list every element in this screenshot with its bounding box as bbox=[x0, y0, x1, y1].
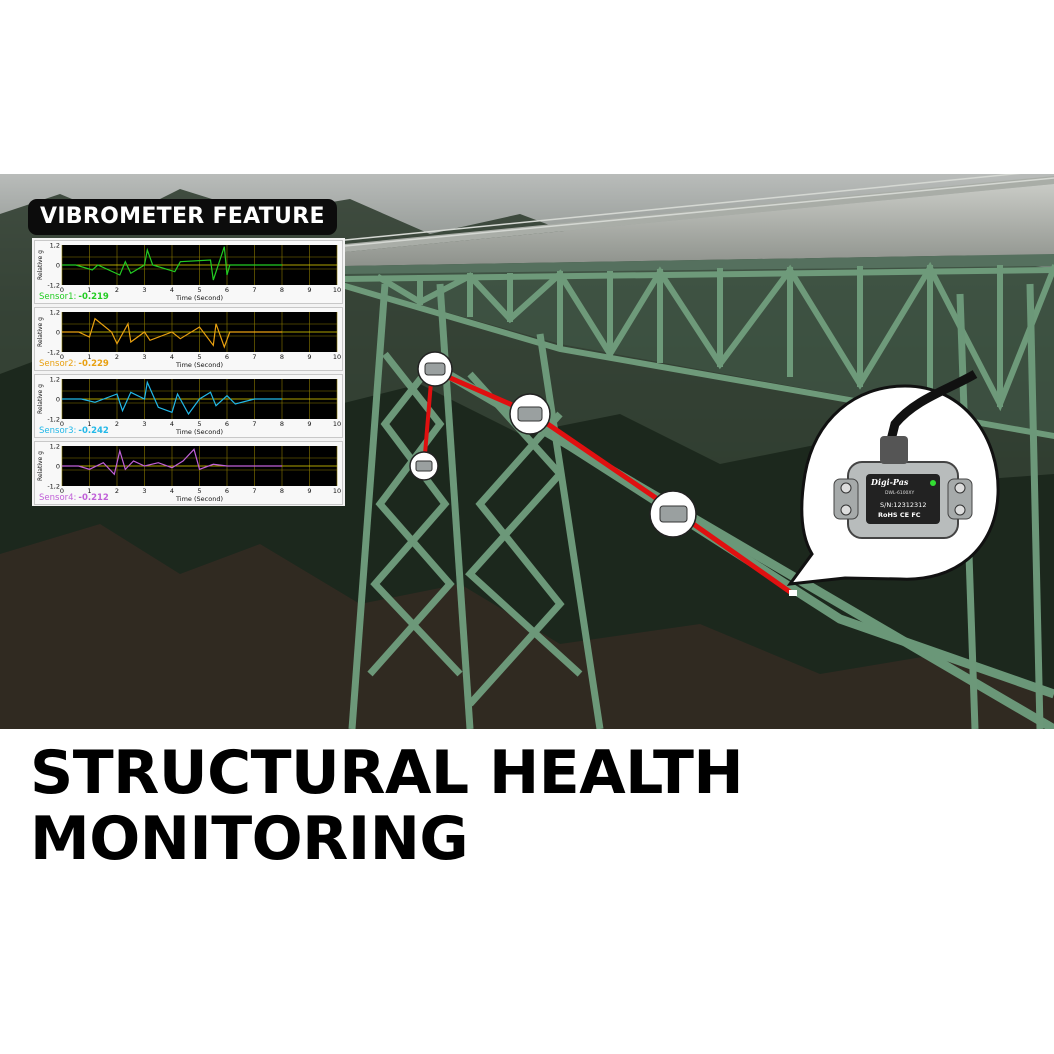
x-tick-label: 3 bbox=[142, 487, 146, 495]
x-tick-label: 5 bbox=[197, 487, 201, 495]
x-tick-label: 9 bbox=[307, 286, 311, 294]
y-tick-label: 1,2 bbox=[50, 443, 60, 451]
x-tick-label: 3 bbox=[142, 420, 146, 428]
x-tick-label: 5 bbox=[197, 420, 201, 428]
y-axis-label: Relative g bbox=[37, 317, 44, 347]
y-tick-label: -1,2 bbox=[47, 349, 60, 357]
series-line bbox=[62, 246, 282, 281]
title-line-2: MONITORING bbox=[30, 804, 469, 874]
y-axis-label: Relative g bbox=[37, 384, 44, 414]
x-tick-label: 6 bbox=[225, 487, 229, 495]
sensor-node-icon bbox=[649, 490, 697, 538]
x-axis-label: Time (Second) bbox=[175, 495, 223, 503]
sensor-node-icon bbox=[409, 451, 439, 481]
x-axis-label: Time (Second) bbox=[175, 294, 223, 302]
series-line bbox=[62, 317, 282, 349]
x-tick-label: 6 bbox=[225, 286, 229, 294]
x-tick-label: 0 bbox=[60, 487, 64, 495]
y-tick-label: 0 bbox=[56, 396, 60, 404]
x-tick-label: 7 bbox=[252, 353, 256, 361]
x-tick-label: 6 bbox=[225, 420, 229, 428]
y-axis-label: Relative g bbox=[37, 451, 44, 481]
sensor-reading: Sensor2:-0.229 bbox=[39, 359, 109, 369]
y-tick-label: 0 bbox=[56, 329, 60, 337]
x-tick-label: 4 bbox=[170, 353, 174, 361]
x-tick-label: 7 bbox=[252, 286, 256, 294]
sensor-node-icon bbox=[509, 393, 551, 435]
x-tick-label: 0 bbox=[60, 286, 64, 294]
x-tick-label: 0 bbox=[60, 420, 64, 428]
x-tick-label: 9 bbox=[307, 353, 311, 361]
x-tick-label: 9 bbox=[307, 420, 311, 428]
sensor-reading: Sensor1:-0.219 bbox=[39, 292, 109, 302]
x-tick-label: 1 bbox=[87, 420, 91, 428]
vibrometer-feature-badge: VIBROMETER FEATURE bbox=[28, 199, 337, 235]
x-tick-label: 3 bbox=[142, 286, 146, 294]
x-tick-label: 8 bbox=[280, 286, 284, 294]
x-tick-label: 7 bbox=[252, 487, 256, 495]
x-tick-label: 8 bbox=[280, 487, 284, 495]
y-tick-label: 1,2 bbox=[50, 309, 60, 317]
x-tick-label: 4 bbox=[170, 420, 174, 428]
svg-text:RoHS CE FC: RoHS CE FC bbox=[878, 511, 921, 519]
x-tick-label: 5 bbox=[197, 353, 201, 361]
x-tick-label: 9 bbox=[307, 487, 311, 495]
y-tick-label: 0 bbox=[56, 463, 60, 471]
x-tick-label: 8 bbox=[280, 353, 284, 361]
x-tick-label: 10 bbox=[333, 286, 341, 294]
y-tick-label: 0 bbox=[56, 262, 60, 270]
x-tick-label: 2 bbox=[115, 420, 119, 428]
x-tick-label: 1 bbox=[87, 286, 91, 294]
x-tick-label: 10 bbox=[333, 420, 341, 428]
x-tick-label: 10 bbox=[333, 353, 341, 361]
y-axis-label: Relative g bbox=[37, 250, 44, 280]
sensor-reading: Sensor4:-0.212 bbox=[39, 493, 109, 503]
x-tick-label: 5 bbox=[197, 286, 201, 294]
x-tick-label: 2 bbox=[115, 487, 119, 495]
page-title: STRUCTURAL HEALTH MONITORING bbox=[30, 738, 744, 874]
y-tick-label: 1,2 bbox=[50, 242, 60, 250]
x-tick-label: 1 bbox=[87, 353, 91, 361]
x-tick-label: 4 bbox=[170, 286, 174, 294]
x-axis-label: Time (Second) bbox=[175, 361, 223, 369]
svg-text:Digi-Pas: Digi-Pas bbox=[870, 477, 909, 487]
y-tick-label: -1,2 bbox=[47, 483, 60, 491]
y-tick-label: -1,2 bbox=[47, 416, 60, 424]
x-tick-label: 2 bbox=[115, 353, 119, 361]
x-tick-label: 1 bbox=[87, 487, 91, 495]
title-line-1: STRUCTURAL HEALTH bbox=[30, 738, 744, 808]
x-tick-label: 7 bbox=[252, 420, 256, 428]
y-tick-label: -1,2 bbox=[47, 282, 60, 290]
x-tick-label: 10 bbox=[333, 487, 341, 495]
x-tick-label: 0 bbox=[60, 353, 64, 361]
series-line bbox=[62, 448, 282, 476]
sensor-node-icon bbox=[417, 351, 453, 387]
x-tick-label: 6 bbox=[225, 353, 229, 361]
svg-text:S/N:12312312: S/N:12312312 bbox=[880, 501, 926, 509]
y-tick-label: 1,2 bbox=[50, 376, 60, 384]
svg-text:DWL-6100XY: DWL-6100XY bbox=[885, 490, 915, 496]
x-tick-label: 8 bbox=[280, 420, 284, 428]
x-tick-label: 4 bbox=[170, 487, 174, 495]
sensor-reading: Sensor3:-0.242 bbox=[39, 426, 109, 436]
x-tick-label: 2 bbox=[115, 286, 119, 294]
x-axis-label: Time (Second) bbox=[175, 428, 223, 436]
series-line bbox=[62, 380, 282, 416]
inclinometer-device-icon: Digi-Pas DWL-6100XY S/N:12312312 RoHS CE… bbox=[833, 436, 973, 539]
x-tick-label: 3 bbox=[142, 353, 146, 361]
